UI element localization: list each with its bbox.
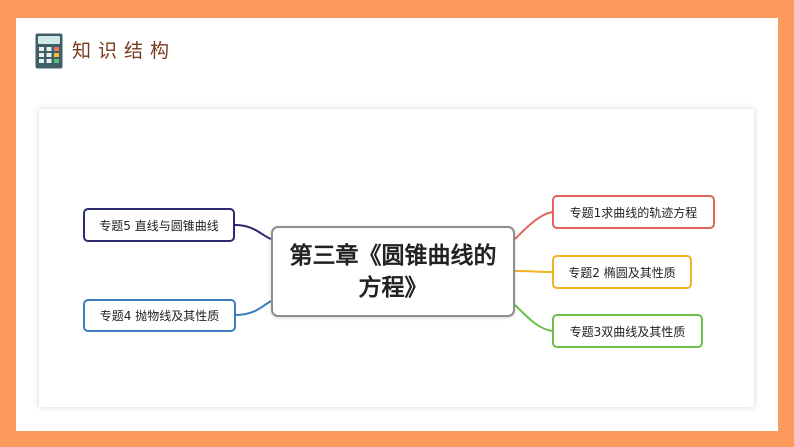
calculator-icon — [35, 33, 63, 69]
topic-node-4[interactable]: 专题4 抛物线及其性质 — [83, 299, 236, 332]
connector-topic-4 — [235, 300, 272, 316]
mindmap-connectors — [234, 211, 553, 332]
connector-topic-5 — [234, 224, 272, 240]
mindmap-card: 第三章《圆锥曲线的方程》 专题5 直线与圆锥曲线 专题4 抛物线及其性质 专题1… — [39, 109, 754, 407]
topic-node-1[interactable]: 专题1求曲线的轨迹方程 — [552, 195, 715, 229]
connector-topic-2 — [514, 270, 553, 273]
topic-node-2[interactable]: 专题2 椭圆及其性质 — [552, 255, 692, 289]
topic-node-3[interactable]: 专题3双曲线及其性质 — [552, 314, 703, 348]
connector-topic-1 — [514, 211, 553, 240]
topic-node-5[interactable]: 专题5 直线与圆锥曲线 — [83, 208, 235, 242]
central-topic: 第三章《圆锥曲线的方程》 — [271, 226, 515, 317]
connector-topic-3 — [514, 304, 553, 332]
page-title: 知识结构 — [72, 40, 177, 62]
slide: 知识结构 第三章《圆锥曲线的方程》 专题5 直线与圆锥曲线 专题4 抛物线及其性… — [16, 18, 778, 431]
